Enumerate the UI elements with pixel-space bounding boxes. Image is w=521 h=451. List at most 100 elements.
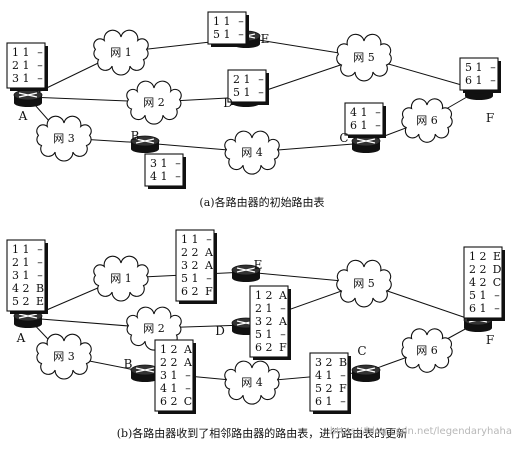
table-cell: 2 [233,73,240,86]
table-cell: – [37,243,43,256]
router-a-icon [13,89,43,107]
table-cell: – [238,28,244,41]
table-cell: 1 [326,369,333,382]
table-cell: 5 [12,295,19,308]
table-cell: 5 [255,328,262,341]
table-cell: A [278,315,288,328]
table-cell: 1 [361,106,368,119]
watermark: https://blog.csdn.net/legendaryhaha [330,426,512,437]
table-cell: 2 [326,382,333,395]
table-cell: 2 [266,315,273,328]
table-cell: 1 [326,395,333,408]
table-cell: 2 [480,250,487,263]
table-cell: 1 [244,73,251,86]
table-cell: 1 [23,269,30,282]
table-cell: 1 [480,289,487,302]
router-label-b: B [131,129,140,143]
router-label-d: D [215,324,225,338]
table-cell: 3 [160,369,167,382]
table-cell: 2 [255,302,262,315]
table-cell: – [375,106,381,119]
caption-a: (a)各路由器的初始路由表 [199,195,324,209]
table-cell: 2 [160,356,167,369]
table-cell: 4 [160,382,167,395]
table-cell: 4 [150,170,157,183]
table-cell: 1 [192,233,199,246]
table-cell: 4 [12,282,19,295]
network-label: 网 1 [110,272,132,285]
network-cloud-n1: 网 1 [93,29,149,76]
table-cell: – [340,395,346,408]
table-cell: – [280,328,286,341]
table-cell: 5 [233,86,240,99]
router-label-c: C [339,131,348,145]
table-cell: 2 [266,289,273,302]
table-cell: – [494,289,500,302]
table-cell: A [183,343,193,356]
table-cell: 1 [469,250,476,263]
table-cell: 5 [465,61,472,74]
table-cell: 1 [480,302,487,315]
table-cell: 2 [480,276,487,289]
table-cell: E [493,250,501,263]
table-cell: 1 [192,272,199,285]
table-cell: 2 [326,356,333,369]
table-cell: 1 [476,74,483,87]
table-cell: 1 [23,256,30,269]
table-cell: 2 [192,246,199,259]
network-cloud-n4: 网 4 [224,130,280,175]
router-label-b: B [124,357,133,371]
table-cell: 2 [266,341,273,354]
table-cell: 1 [266,302,273,315]
table-cell: – [340,369,346,382]
table-cell: 2 [480,263,487,276]
table-cell: – [238,15,244,28]
table-cell: 6 [465,74,472,87]
table-cell: C [184,395,192,408]
table-cell: B [36,282,44,295]
network-label: 网 6 [416,344,438,357]
network-cloud-n4: 网 4 [224,360,280,405]
table-cell: 6 [350,119,357,132]
table-cell: 1 [476,61,483,74]
table-cell: 6 [469,302,476,315]
table-cell: – [494,302,500,315]
table-cell: 4 [315,369,322,382]
caption-b: (b)各路由器收到了相邻路由器的路由表，进行路由表的更新 [117,426,408,440]
network-cloud-n5: 网 5 [336,259,392,308]
table-cell: D [493,263,502,276]
table-cell: – [175,170,181,183]
table-cell: 1 [224,28,231,41]
table-cell: 3 [181,259,188,272]
table-cell: – [206,233,212,246]
